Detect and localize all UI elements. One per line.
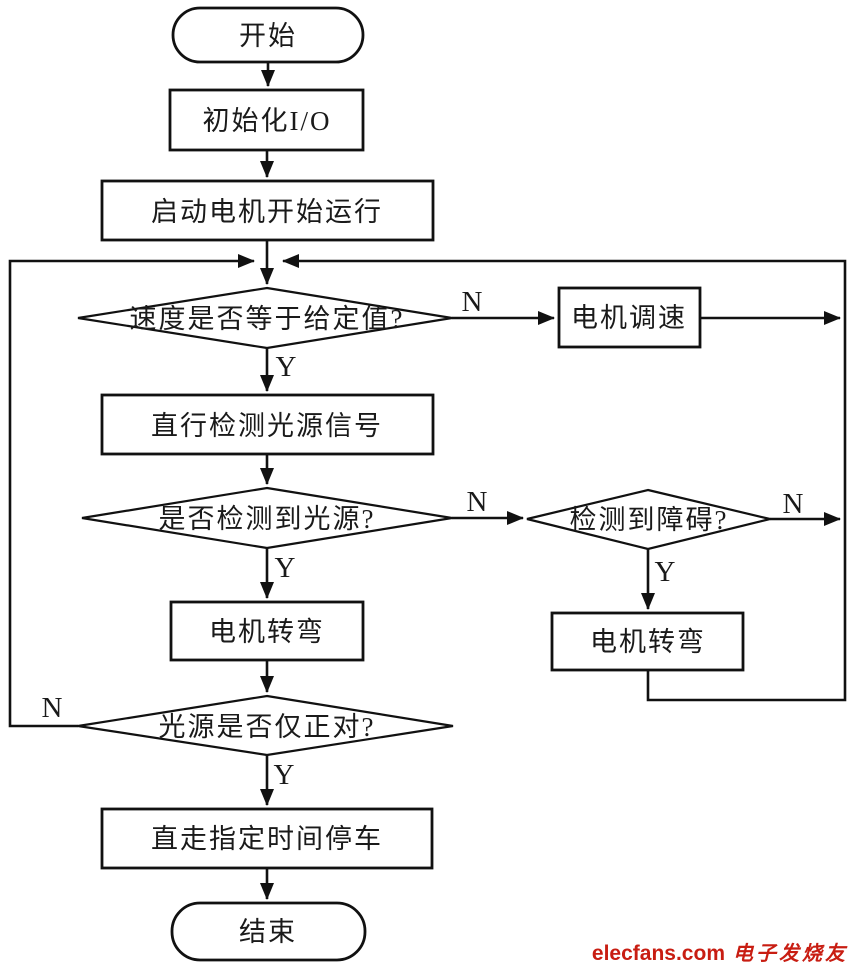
straight-timed-stop-label: 直走指定时间停车 [151, 824, 383, 854]
facing-check-no-label: N [42, 692, 63, 724]
node-speed-check: 速度是否等于给定值? [77, 286, 453, 350]
node-obstacle-check: 检测到障碍? [526, 488, 771, 551]
light-check-yes-label: Y [275, 552, 296, 584]
watermark-site-logo: elecfans.com [591, 942, 725, 965]
node-start-motor: 启动电机开始运行 [100, 179, 435, 242]
motor-turn-main-label: 电机转弯 [209, 617, 325, 647]
speed-check-yes-label: Y [276, 351, 297, 383]
motor-speed-adjust-shape [557, 286, 702, 349]
end-terminator-shape [170, 901, 367, 962]
node-motor-speed-adjust: 电机调速 [557, 286, 702, 349]
motor-turn-obstacle-label: 电机转弯 [590, 627, 706, 657]
node-light-detected-check: 是否检测到光源? [81, 486, 453, 550]
watermark-site-name-cn: 电子发烧友 [733, 943, 848, 965]
watermark: elecfans.com 电子发烧友 [592, 937, 848, 966]
straight-timed-stop-shape [100, 807, 434, 870]
node-start: 开始 [171, 6, 365, 64]
speed-check-label: 速度是否等于给定值? [130, 304, 405, 334]
obstacle-check-yes-label: Y [655, 556, 676, 588]
motor-speed-adjust-label: 电机调速 [571, 303, 687, 333]
node-end: 结束 [170, 901, 367, 962]
obstacle-check-shape [526, 488, 771, 551]
motor-turn-main-shape [169, 600, 365, 662]
obstacle-check-no-label: N [783, 488, 804, 520]
light-detected-check-shape [81, 486, 453, 550]
node-light-facing-check: 光源是否仅正对? [77, 694, 454, 757]
end-label: 结束 [239, 917, 297, 947]
light-facing-check-shape [77, 694, 454, 757]
node-motor-turn-obstacle: 电机转弯 [550, 611, 745, 672]
straight-detect-light-label: 直行检测光源信号 [151, 411, 383, 441]
start-label: 开始 [239, 21, 297, 51]
node-straight-detect-light: 直行检测光源信号 [100, 393, 435, 456]
speed-check-shape [77, 286, 453, 350]
start-motor-label: 启动电机开始运行 [151, 197, 383, 227]
start-motor-shape [100, 179, 435, 242]
speed-check-no-label: N [462, 286, 483, 318]
edge-right-loopback [282, 254, 847, 702]
facing-check-yes-label: Y [274, 759, 295, 791]
init-io-label: 初始化I/O [203, 106, 332, 136]
edge-facingcheck-no-loopback [8, 254, 255, 728]
straight-detect-light-shape [100, 393, 435, 456]
start-terminator-shape [171, 6, 365, 64]
light-check-no-label: N [467, 486, 488, 518]
init-io-shape [168, 88, 365, 152]
obstacle-check-label: 检测到障碍? [570, 505, 729, 535]
light-facing-check-label: 光源是否仅正对? [159, 712, 376, 742]
node-motor-turn-main: 电机转弯 [169, 600, 365, 662]
motor-turn-obstacle-shape [550, 611, 745, 672]
node-straight-timed-stop: 直走指定时间停车 [100, 807, 434, 870]
node-init-io: 初始化I/O [168, 88, 365, 152]
light-detected-check-label: 是否检测到光源? [159, 504, 376, 534]
